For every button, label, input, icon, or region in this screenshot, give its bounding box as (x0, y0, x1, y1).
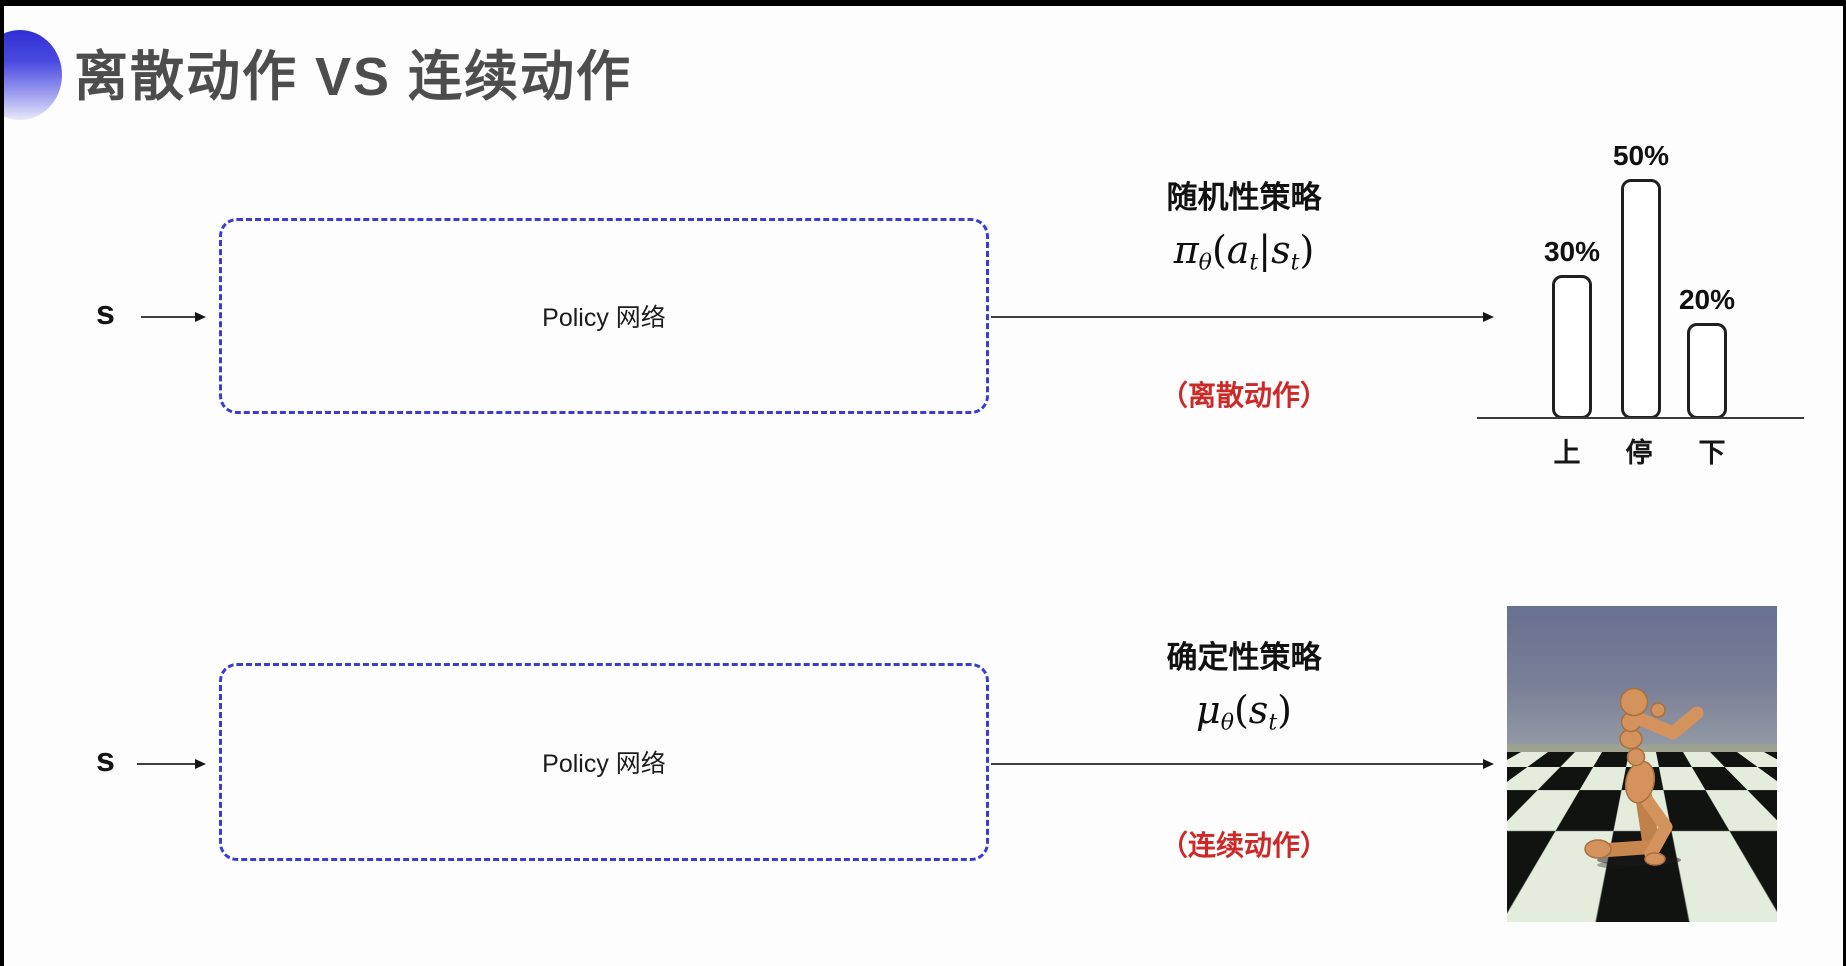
state-input-label-top: s (96, 294, 115, 332)
deterministic-policy-title: 确定性策略 (1166, 640, 1322, 675)
formula-symbol-subscript: θ (1198, 250, 1212, 276)
deterministic-policy-formula: μθ(st) (1196, 688, 1292, 736)
formula-symbol-subscript: θ (1220, 710, 1234, 736)
policy-network-box-top: Policy 网络 (219, 218, 989, 414)
policy-network-box-bottom: Policy 网络 (219, 663, 989, 861)
policy-network-label-top: Policy 网络 (542, 304, 666, 332)
bar-value-label: 30% (1543, 236, 1601, 267)
state-input-label-bottom: s (96, 741, 115, 779)
bar-category-label: 上 (1553, 438, 1581, 468)
bar-group: 50% (1611, 140, 1671, 419)
chart-baseline (1477, 417, 1804, 419)
humanoid-robot-icon (1584, 687, 1704, 869)
action-probability-bar-chart: 30% 50% 20% 上 停 下 (1477, 131, 1804, 471)
sky-background (1507, 606, 1777, 756)
discrete-action-note: （离散动作） (1159, 380, 1328, 411)
continuous-action-note: （连续动作） (1159, 830, 1328, 861)
bar (1621, 179, 1661, 419)
humanoid-simulation-image (1507, 606, 1777, 922)
slide-canvas: 离散动作 VS 连续动作 s Policy 网络 随机性策略 πθ(at|st) (4, 6, 1843, 966)
bar (1687, 323, 1727, 419)
floor-reflection (1537, 876, 1687, 918)
bar (1552, 275, 1592, 419)
bar-category-label: 下 (1698, 438, 1726, 468)
policy-network-label-bottom: Policy 网络 (542, 750, 666, 778)
stochastic-policy-formula: πθ(at|st) (1173, 228, 1315, 276)
formula-symbol: π (1173, 228, 1199, 272)
bar-value-label: 20% (1678, 284, 1736, 315)
bar-group: 20% (1677, 284, 1737, 419)
stochastic-policy-title: 随机性策略 (1166, 180, 1322, 215)
page-title: 离散动作 VS 连续动作 (74, 47, 633, 107)
bar-value-label: 50% (1612, 140, 1670, 171)
title-accent-shape (4, 30, 62, 120)
formula-symbol: μ (1196, 688, 1221, 732)
bar-group: 30% (1542, 236, 1602, 419)
bar-category-label: 停 (1625, 438, 1653, 468)
